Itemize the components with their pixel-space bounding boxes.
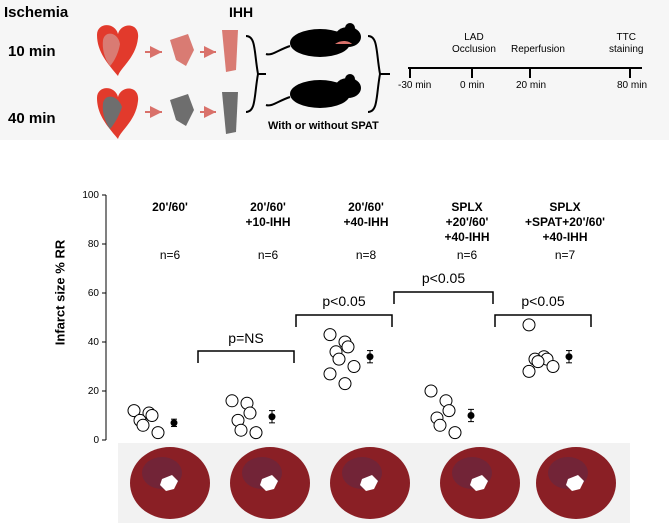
timeline-event-reperfusion: Reperfusion [511,44,565,55]
mouse-icon [265,23,361,57]
data-point [323,367,337,381]
mean-marker [467,412,475,419]
data-point [243,406,257,420]
timeline-start: -30 min [398,80,432,91]
heart-section-photo [230,447,310,519]
data-point [433,418,447,432]
row-label-10min: 10 min [8,43,56,60]
group-label: +10-IHH [245,215,290,229]
ischemia-label: Ischemia [4,4,69,21]
data-point [145,409,159,422]
y-tick-label: 80 [88,239,100,250]
data-point [347,360,361,373]
data-point [338,377,352,391]
timeline-event-lad: LAD Occlusion [452,32,496,55]
mean-marker [268,413,276,421]
significance-label: p=NS [228,330,263,346]
heart-section-photo [536,447,616,519]
y-tick-label: 40 [88,337,100,348]
data-point [424,384,438,398]
protocol-diagram [97,23,642,139]
group-n-label: n=8 [356,248,377,262]
y-tick-label: 20 [88,386,100,397]
tissue-wedge-icon [222,30,238,72]
group-label: 20'/60' [348,200,384,214]
data-point [151,426,165,440]
timeline-event-ttc: TTC staining [609,32,644,55]
heart-section-photo [440,447,520,519]
ihh-label: IHH [229,4,254,20]
group-label: +20'/60' [446,215,489,229]
data-point [225,394,239,408]
infarct-chart: 02040608010020'/60'n=620'/60'+10-IHHn=62… [82,190,605,443]
mean-marker [366,353,374,361]
heart-icon [97,88,139,139]
heart-section-photo [130,447,210,519]
data-point [522,364,536,378]
group-n-label: n=6 [258,248,279,262]
significance-label: p<0.05 [422,270,465,286]
y-tick-label: 100 [82,190,99,201]
significance-label: p<0.05 [521,293,564,309]
mouse-caption: With or without SPAT [268,120,379,132]
data-point [234,423,248,437]
group-n-label: n=6 [457,248,478,262]
significance-bracket [295,314,393,327]
heart-section-photo [330,447,410,519]
data-point [323,328,337,342]
significance-bracket [197,350,295,363]
significance-bracket [393,291,494,304]
data-point [448,426,462,440]
group-n-label: n=7 [555,248,576,262]
tissue-slice-icon [170,94,194,126]
data-point [341,340,355,354]
mean-marker [565,353,573,361]
data-point [522,318,536,332]
mean-marker [170,419,178,427]
ttc-photos [130,447,616,519]
data-point [249,426,263,440]
group-label: SPLX [549,200,580,214]
tissue-wedge-icon [222,92,238,134]
ttc-photo-strip [118,443,630,523]
data-point [531,355,545,369]
data-point [546,360,560,373]
timeline-time-1: 20 min [516,80,547,91]
y-tick-label: 0 [93,435,99,443]
protocol-panel: Ischemia IHH 10 min 40 min [0,0,669,140]
group-label: +40-IHH [542,230,587,244]
group-n-label: n=6 [160,248,181,262]
group-label: 20'/60' [152,200,188,214]
significance-label: p<0.05 [322,293,365,309]
tissue-slice-icon [170,34,194,66]
group-label: 20'/60' [250,200,286,214]
group-label: +40-IHH [343,215,388,229]
y-tick-label: 60 [88,288,100,299]
group-label: +SPAT+20'/60' [525,215,605,229]
timeline-time-0: 0 min [460,80,485,91]
significance-bracket [494,314,592,327]
heart-icon [97,25,139,76]
data-point [127,404,141,418]
data-point [136,418,150,432]
mouse-icon [265,74,361,108]
group-label: +40-IHH [444,230,489,244]
group-label: SPLX [451,200,482,214]
data-point [332,352,346,366]
row-label-40min: 40 min [8,110,56,127]
timeline-time-2: 80 min [617,80,648,91]
data-point [442,404,456,418]
